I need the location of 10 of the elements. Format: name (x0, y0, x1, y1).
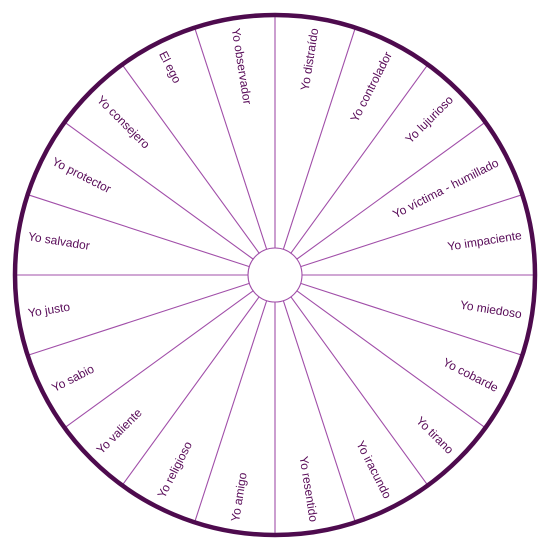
sector-label: Yo resentido (300, 456, 318, 522)
sector-label: Yo justo (28, 304, 70, 317)
sector-label: Yo observador (232, 28, 250, 104)
sector-label: Yo amigo (230, 473, 248, 521)
sector-label: Yo salvador (29, 232, 90, 250)
sector-label: Yo miedoso (461, 300, 522, 318)
sector-label: El ego (159, 50, 179, 83)
sector-label: Yo distraído (300, 28, 318, 90)
sector-label: Yo impaciente (447, 232, 522, 250)
sector-label: Yo sabio (50, 366, 94, 391)
